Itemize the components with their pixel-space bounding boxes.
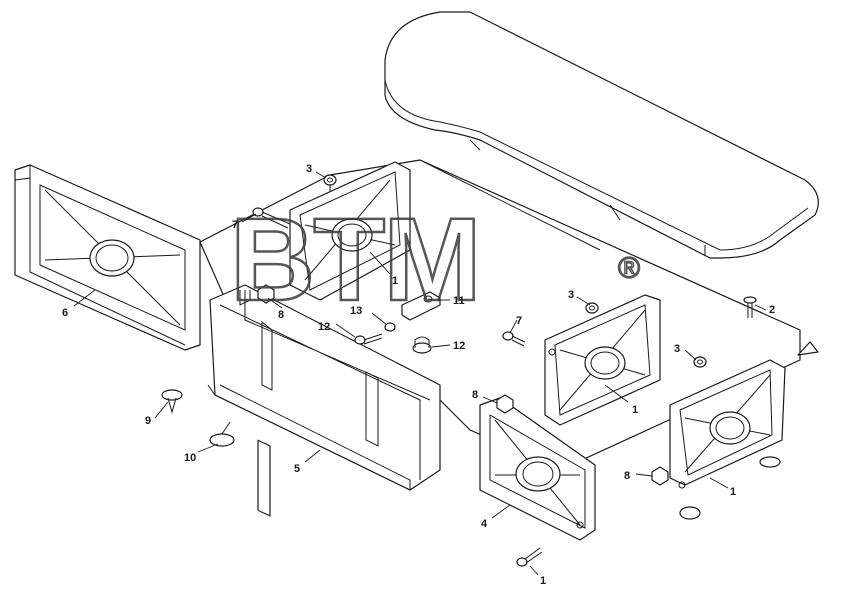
callout-7a: 7: [232, 219, 238, 231]
callout-8a: 8: [278, 309, 284, 321]
nut-8a: [257, 284, 275, 304]
btm-watermark: BTM ®: [229, 193, 641, 328]
callout-1c: 1: [730, 486, 736, 498]
foot-right-mid: [759, 456, 781, 468]
callout-3c: 3: [674, 343, 680, 355]
foot-right-top: [797, 341, 819, 356]
callout-1a: 1: [392, 275, 398, 287]
nut-8b: [496, 394, 514, 414]
callout-2: 2: [769, 304, 775, 316]
leader-lines: [73, 171, 767, 576]
callout-13: 13: [350, 305, 362, 317]
top-cover: [384, 11, 819, 259]
callout-4: 4: [481, 518, 488, 530]
nut-3c: [693, 356, 707, 368]
washer-13: [384, 322, 396, 332]
callout-8b: 8: [472, 389, 478, 401]
plate-6: [14, 164, 201, 351]
plate-1-right: [669, 359, 786, 489]
nut-3b: [585, 302, 599, 314]
callout-10: 10: [184, 452, 196, 464]
callout-12a: 12: [318, 321, 330, 333]
plate-1-middle: [544, 294, 661, 426]
callout-6: 6: [62, 307, 68, 319]
screw-7b: [502, 331, 526, 347]
bracket-11: [401, 291, 441, 321]
callout-8c: 8: [624, 470, 630, 482]
grommet-12b: [412, 336, 432, 354]
watermark-registered: ®: [618, 252, 640, 285]
callout-1d: 1: [540, 575, 546, 587]
callout-9: 9: [145, 415, 151, 427]
watermark-text: BTM: [230, 194, 480, 326]
callout-labels: 3 7 1 8 6 11 13 12 12 3 7 2 3 1 8 9 10 5…: [62, 163, 775, 587]
foot-9: [161, 389, 183, 414]
callout-3b: 3: [568, 289, 574, 301]
foot-right-bottom: [679, 506, 701, 520]
screw-1-bottom: [516, 547, 543, 567]
frame-5: [207, 284, 441, 517]
callout-11: 11: [453, 295, 465, 307]
screw-12a: [354, 333, 383, 345]
callout-5: 5: [294, 463, 300, 475]
nut-3a: [323, 174, 337, 186]
foot-10: [209, 421, 235, 447]
callout-1b: 1: [632, 404, 638, 416]
screw-2: [743, 296, 757, 318]
callout-12b: 12: [453, 340, 465, 352]
plate-1-upper: [289, 161, 411, 301]
nut-8c: [651, 466, 669, 486]
callout-3a: 3: [306, 163, 312, 175]
callout-7b: 7: [516, 315, 522, 327]
